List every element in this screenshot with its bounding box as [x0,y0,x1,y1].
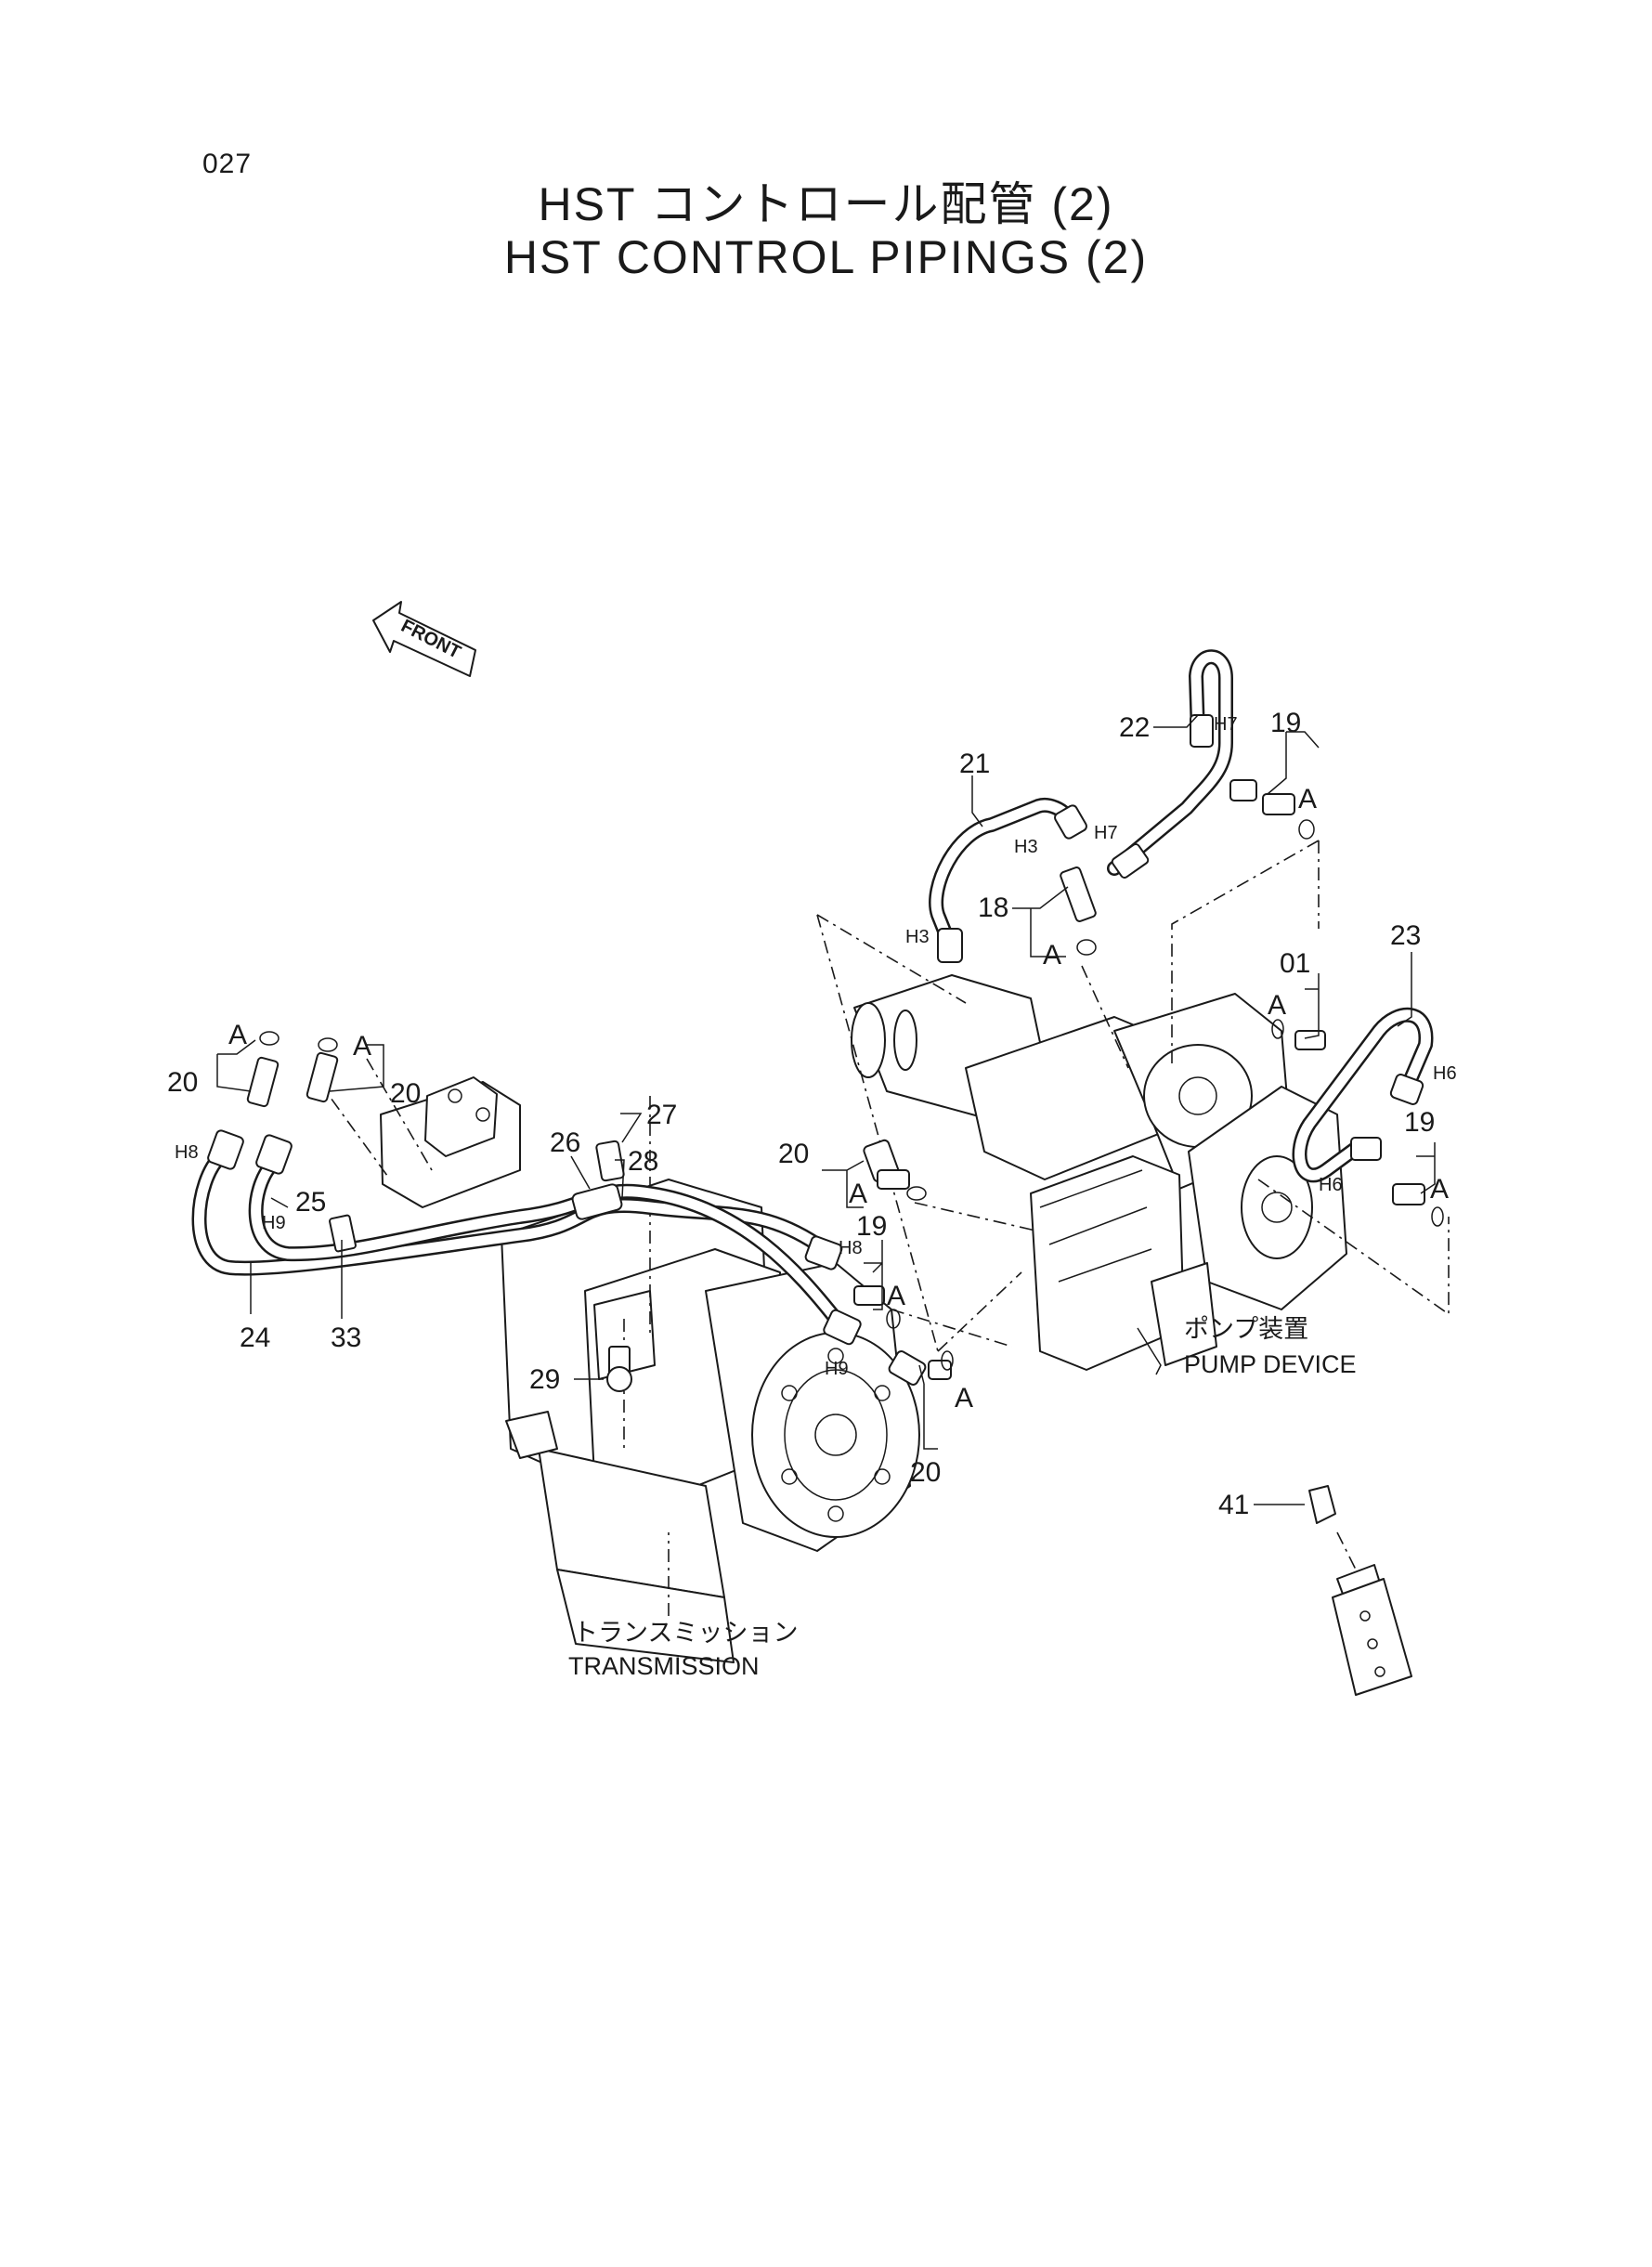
hose-end-h6-upper: H6 [1433,1063,1457,1084]
callout-18: 18 [978,892,1008,923]
page-number: 027 [202,149,253,179]
hose-end-h3-lower: H3 [905,927,930,947]
callout-20-bottom: 20 [910,1457,941,1488]
transmission-label-ja: トランスミッション [573,1619,798,1647]
callout-20-left-b: 20 [390,1078,421,1109]
ref-mark-a-6: A [887,1281,905,1311]
callouts: 01 18 19 19 19 20 20 20 20 21 22 23 24 2… [167,708,1435,1520]
callout-24: 24 [240,1322,270,1353]
callout-leaders [216,714,1436,1505]
hose-end-h3-upper: H3 [1014,837,1038,857]
callout-25: 25 [295,1187,326,1218]
hoses [191,649,1434,1326]
pump-device-label-en: PUMP DEVICE [1184,1350,1357,1378]
o-rings [259,819,1444,1371]
hose-end-markers: H3 H3 H6 H6 H7 H7 H8 H8 H9 H9 [175,714,1457,1379]
hose-end-h7-lower: H7 [1094,823,1118,843]
pump-device-drawing [851,974,1347,1375]
callout-41: 41 [1218,1490,1249,1520]
transmission-label-en: TRANSMISSION [568,1652,760,1680]
hose-end-h8-left: H8 [175,1142,199,1163]
ref-mark-a-8: A [228,1020,247,1050]
callout-19-top: 19 [1270,708,1301,738]
section-labels: ポンプ装置 PUMP DEVICE トランスミッション TRANSMISSION [568,1315,1357,1680]
callout-20-left-a: 20 [167,1067,198,1098]
ref-mark-a-7: A [955,1383,973,1414]
callout-23: 23 [1390,920,1421,951]
ref-marks: A A A A A A A A A [228,784,1449,1414]
hose-end-h8-center: H8 [839,1238,863,1258]
hose-end-h9-left: H9 [262,1213,286,1233]
title-english: HST CONTROL PIPINGS (2) [503,231,1149,283]
fittings [207,714,1425,1696]
callout-20-pump: 20 [778,1139,809,1169]
ref-mark-a-2: A [1043,940,1061,971]
callout-21: 21 [959,749,990,779]
ref-mark-a-9: A [353,1031,371,1062]
callout-22: 22 [1119,712,1150,743]
title-japanese: HST コントロール配管 (2) [538,178,1114,230]
ref-mark-a-5: A [849,1179,867,1209]
hose-end-h7-upper: H7 [1214,714,1238,735]
callout-28: 28 [628,1146,658,1177]
ref-mark-a-4: A [1430,1174,1449,1205]
pump-device-label-ja: ポンプ装置 [1184,1315,1308,1343]
callout-29: 29 [529,1364,560,1395]
callout-27: 27 [646,1100,677,1130]
callout-26: 26 [550,1127,580,1158]
front-arrow: FRONT [372,601,476,677]
hose-end-h9-center: H9 [825,1359,849,1379]
ref-mark-a-1: A [1298,784,1317,814]
hose-end-h6-lower: H6 [1319,1175,1343,1195]
ref-mark-a-3: A [1268,990,1286,1021]
callout-19-center: 19 [856,1211,887,1242]
callout-01: 01 [1280,948,1310,979]
callout-19-right: 19 [1404,1107,1435,1138]
callout-33: 33 [331,1322,361,1353]
